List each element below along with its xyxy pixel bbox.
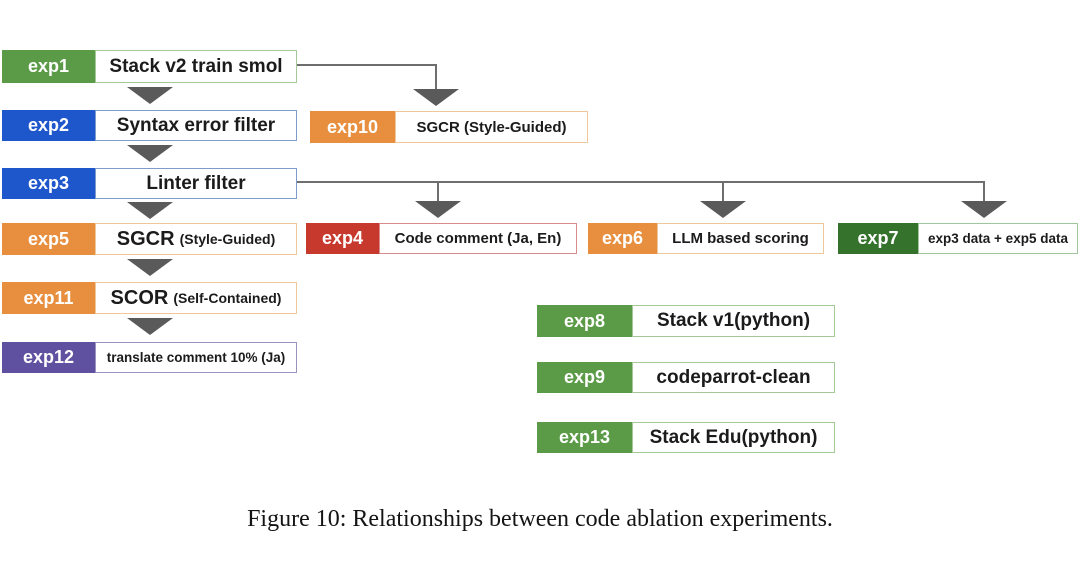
exp1-text: Stack v2 train smol — [109, 55, 283, 77]
connector-exp3-exp7 — [983, 181, 985, 202]
down-arrow-icon — [961, 201, 1007, 218]
exp3-text: Linter filter — [146, 172, 246, 194]
exp8-value: Stack v1(python) — [632, 305, 835, 337]
exp4-text: Code comment (Ja, En) — [394, 230, 562, 247]
exp11-tag: exp11 — [2, 282, 95, 314]
exp1-tag: exp1 — [2, 50, 95, 83]
exp7-tag: exp7 — [838, 223, 918, 254]
connector-exp3-exp4 — [437, 181, 439, 202]
exp5-subtext: (Style-Guided) — [179, 231, 276, 247]
node-exp11: exp11 SCOR (Self-Contained) — [2, 282, 297, 314]
down-arrow-icon — [127, 87, 173, 104]
exp4-value: Code comment (Ja, En) — [379, 223, 577, 254]
node-exp8: exp8 Stack v1(python) — [537, 305, 835, 337]
node-exp6: exp6 LLM based scoring — [588, 223, 824, 254]
exp8-text: Stack v1(python) — [656, 310, 811, 331]
node-exp4: exp4 Code comment (Ja, En) — [306, 223, 577, 254]
exp12-value: translate comment 10% (Ja) — [95, 342, 297, 373]
node-exp12: exp12 translate comment 10% (Ja) — [2, 342, 297, 373]
exp2-value: Syntax error filter — [95, 110, 297, 141]
exp7-value: exp3 data + exp5 data — [918, 223, 1078, 254]
exp9-value: codeparrot-clean — [632, 362, 835, 393]
down-arrow-icon — [127, 318, 173, 335]
exp10-value: SGCR (Style-Guided) — [395, 111, 588, 143]
exp3-value: Linter filter — [95, 168, 297, 199]
exp4-tag: exp4 — [306, 223, 379, 254]
exp13-text: Stack Edu(python) — [649, 426, 818, 448]
exp5-text: SGCR — [116, 227, 175, 250]
exp2-tag: exp2 — [2, 110, 95, 141]
down-arrow-icon — [127, 259, 173, 276]
down-arrow-icon — [415, 201, 461, 218]
exp12-tag: exp12 — [2, 342, 95, 373]
exp9-tag: exp9 — [537, 362, 632, 393]
figure-caption: Figure 10: Relationships between code ab… — [247, 506, 833, 532]
exp12-text: translate comment 10% (Ja) — [106, 350, 286, 365]
connector-exp3-exp6 — [722, 181, 724, 202]
exp10-text: SGCR (Style-Guided) — [416, 118, 567, 136]
exp6-value: LLM based scoring — [657, 223, 824, 254]
exp3-tag: exp3 — [2, 168, 95, 199]
node-exp10: exp10 SGCR (Style-Guided) — [310, 111, 588, 143]
exp6-tag: exp6 — [588, 223, 657, 254]
exp11-value: SCOR (Self-Contained) — [95, 282, 297, 314]
exp11-subtext: (Self-Contained) — [173, 290, 282, 306]
node-exp13: exp13 Stack Edu(python) — [537, 422, 835, 453]
node-exp3: exp3 Linter filter — [2, 168, 297, 199]
exp13-tag: exp13 — [537, 422, 632, 453]
node-exp9: exp9 codeparrot-clean — [537, 362, 835, 393]
node-exp1: exp1 Stack v2 train smol — [2, 50, 297, 83]
connector-exp1-exp10 — [297, 64, 437, 66]
exp7-text: exp3 data + exp5 data — [928, 231, 1068, 246]
down-arrow-icon — [127, 202, 173, 219]
exp11-text: SCOR — [110, 286, 169, 309]
exp6-text: LLM based scoring — [672, 230, 809, 247]
exp5-tag: exp5 — [2, 223, 95, 255]
connector-exp3-branch — [297, 181, 985, 183]
node-exp2: exp2 Syntax error filter — [2, 110, 297, 141]
down-arrow-icon — [127, 145, 173, 162]
connector-exp1-exp10 — [435, 64, 437, 90]
exp1-value: Stack v2 train smol — [95, 50, 297, 83]
exp9-text: codeparrot-clean — [656, 366, 811, 388]
node-exp7: exp7 exp3 data + exp5 data — [838, 223, 1078, 254]
exp2-text: Syntax error filter — [116, 114, 276, 136]
down-arrow-icon — [700, 201, 746, 218]
node-exp5: exp5 SGCR (Style-Guided) — [2, 223, 297, 255]
exp13-value: Stack Edu(python) — [632, 422, 835, 453]
exp8-tag: exp8 — [537, 305, 632, 337]
exp10-tag: exp10 — [310, 111, 395, 143]
down-arrow-icon — [413, 89, 459, 106]
exp5-value: SGCR (Style-Guided) — [95, 223, 297, 255]
